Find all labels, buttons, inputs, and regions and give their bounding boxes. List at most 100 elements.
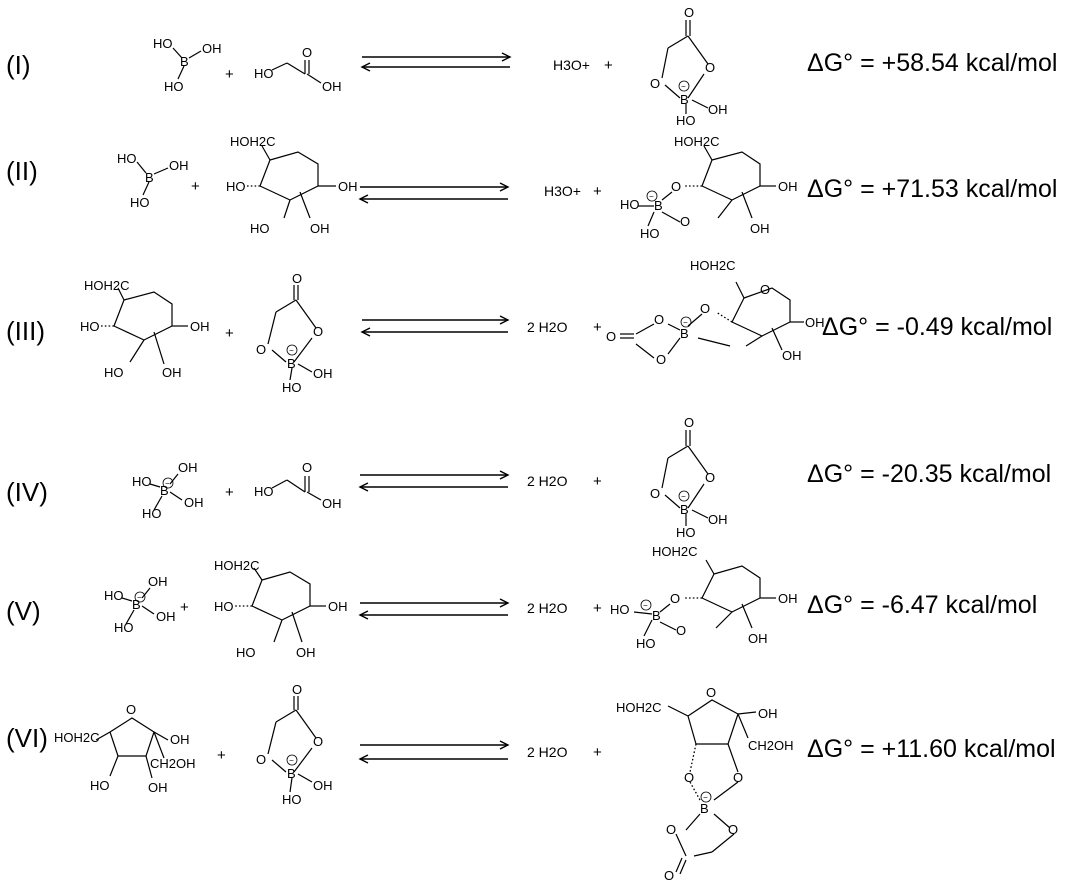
equilibrium-arrows bbox=[360, 52, 512, 72]
equilibrium-arrows bbox=[358, 470, 510, 492]
atom-label: HOH2C bbox=[230, 134, 276, 149]
atom-label: HO bbox=[254, 66, 274, 81]
atom-label: HO bbox=[114, 620, 134, 635]
byproduct-label: 2 H2O bbox=[527, 473, 568, 489]
atom-label: HOH2C bbox=[54, 730, 100, 745]
atom-label: O bbox=[684, 5, 694, 20]
product-glucose-spiroborate: HOH2C O OH O O B − O O OH bbox=[606, 258, 825, 367]
atom-label: OH bbox=[758, 706, 778, 721]
reaction-label: (V) bbox=[6, 596, 41, 626]
byproduct-label: 2 H2O bbox=[527, 319, 568, 335]
plus-sign: + bbox=[593, 473, 602, 490]
atom-label: HO bbox=[620, 197, 640, 212]
atom-label: O bbox=[666, 822, 676, 837]
atom-label: O bbox=[700, 301, 710, 316]
plus-sign: + bbox=[604, 57, 613, 74]
reactant-fructose: HOH2C O OH CH2OH HO OH bbox=[54, 702, 196, 795]
atom-label: O bbox=[684, 770, 694, 785]
atom-label: HOH2C bbox=[652, 544, 698, 559]
negative-charge-icon bbox=[646, 190, 658, 202]
atom-label: HO bbox=[130, 195, 150, 210]
atom-label: OH bbox=[202, 41, 222, 56]
atom-label: O bbox=[292, 271, 302, 286]
atom-label: HO bbox=[250, 221, 270, 236]
atom-label: O bbox=[650, 486, 660, 501]
reaction-row-4: (IV) HO B − OH HO OH + HO O OH 2 H2O + bbox=[6, 415, 1051, 540]
atom-label: OH bbox=[778, 591, 798, 606]
negative-charge-icon bbox=[678, 80, 690, 92]
atom-label: HO bbox=[640, 226, 660, 241]
reaction-label: (I) bbox=[6, 50, 31, 80]
atom-label: OH bbox=[322, 496, 342, 511]
plus-sign: + bbox=[225, 66, 234, 83]
atom-label: B bbox=[680, 92, 689, 107]
atom-label: O bbox=[292, 682, 302, 697]
atom-label: B bbox=[652, 608, 661, 623]
atom-label: O bbox=[302, 45, 312, 60]
atom-label: O bbox=[733, 770, 743, 785]
atom-label: CH2OH bbox=[150, 756, 196, 771]
atom-label: O bbox=[670, 591, 680, 606]
reactant-glucose: HOH2C HO OH HO OH bbox=[80, 278, 210, 380]
reaction-row-3: (III) HOH2C HO OH HO OH + O O O B − OH H… bbox=[6, 258, 1052, 395]
atom-label: O bbox=[664, 868, 674, 883]
reactant-borate-ester: O O O B − OH HO bbox=[256, 682, 333, 807]
charge-label: − bbox=[289, 346, 294, 355]
atom-label: OH bbox=[169, 158, 189, 173]
product-borate-ester: O O O B − OH HO bbox=[650, 5, 728, 128]
atom-label: O bbox=[256, 342, 266, 357]
plus-sign: + bbox=[593, 600, 602, 617]
atom-label: O bbox=[302, 460, 312, 475]
charge-label: − bbox=[137, 593, 142, 602]
atom-label: O bbox=[126, 702, 136, 717]
charge-label: − bbox=[681, 82, 686, 91]
atom-label: B bbox=[180, 54, 189, 69]
atom-label: O bbox=[684, 415, 694, 430]
atom-label: HO bbox=[676, 525, 696, 540]
atom-label: HO bbox=[226, 179, 246, 194]
atom-label: B bbox=[680, 326, 689, 341]
atom-label: OH bbox=[805, 315, 825, 330]
negative-charge-icon bbox=[286, 754, 298, 766]
atom-label: O bbox=[656, 352, 666, 367]
atom-label: OH bbox=[328, 599, 348, 614]
atom-label: HO bbox=[90, 778, 110, 793]
atom-label: OH bbox=[322, 79, 342, 94]
reactant-glycolic-acid: HO O OH bbox=[254, 45, 342, 94]
atom-label: OH bbox=[313, 366, 333, 381]
atom-label: O bbox=[728, 822, 738, 837]
atom-label: O bbox=[654, 312, 664, 327]
atom-label: OH bbox=[148, 574, 168, 589]
atom-label: O bbox=[705, 60, 715, 75]
atom-label: OH bbox=[750, 221, 770, 236]
atom-label: HO bbox=[636, 636, 656, 651]
delta-g-value: ΔG° = +58.54 kcal/mol bbox=[807, 49, 1057, 77]
atom-label: O bbox=[256, 752, 266, 767]
plus-sign: + bbox=[180, 599, 189, 616]
atom-label: OH bbox=[296, 645, 316, 660]
reactant-boric-acid: HO B OH HO bbox=[153, 36, 222, 94]
atom-label: OH bbox=[782, 348, 802, 363]
reactant-borate-ester: O O O B − OH HO bbox=[256, 271, 333, 395]
atom-label: HOH2C bbox=[674, 134, 720, 149]
reaction-row-2: (II) HO B OH HO + HOH2C HO OH HO OH H3O+… bbox=[6, 134, 1057, 241]
product-borate-ester: O O O B − OH HO bbox=[650, 415, 728, 540]
atom-label: HO bbox=[610, 602, 630, 617]
atom-label: B bbox=[287, 766, 296, 781]
plus-sign: + bbox=[593, 183, 602, 200]
atom-label: OH bbox=[184, 495, 204, 510]
reactant-glucose: HOH2C HO OH HO OH bbox=[214, 558, 348, 660]
reactant-glycolic-acid: HO O OH bbox=[254, 460, 342, 511]
reactant-borate-anion: HO B − OH HO OH bbox=[132, 460, 204, 521]
atom-label: HO bbox=[254, 484, 274, 499]
atom-label: OH bbox=[708, 102, 728, 117]
delta-g-value: ΔG° = -20.35 kcal/mol bbox=[807, 460, 1051, 488]
reaction-label: (IV) bbox=[6, 477, 48, 507]
charge-label: − bbox=[681, 492, 686, 501]
atom-label: OH bbox=[748, 631, 768, 646]
atom-label: HO bbox=[132, 474, 152, 489]
byproduct-label: H3O+ bbox=[544, 183, 581, 199]
byproduct-label: 2 H2O bbox=[527, 600, 568, 616]
plus-sign: + bbox=[191, 178, 200, 195]
